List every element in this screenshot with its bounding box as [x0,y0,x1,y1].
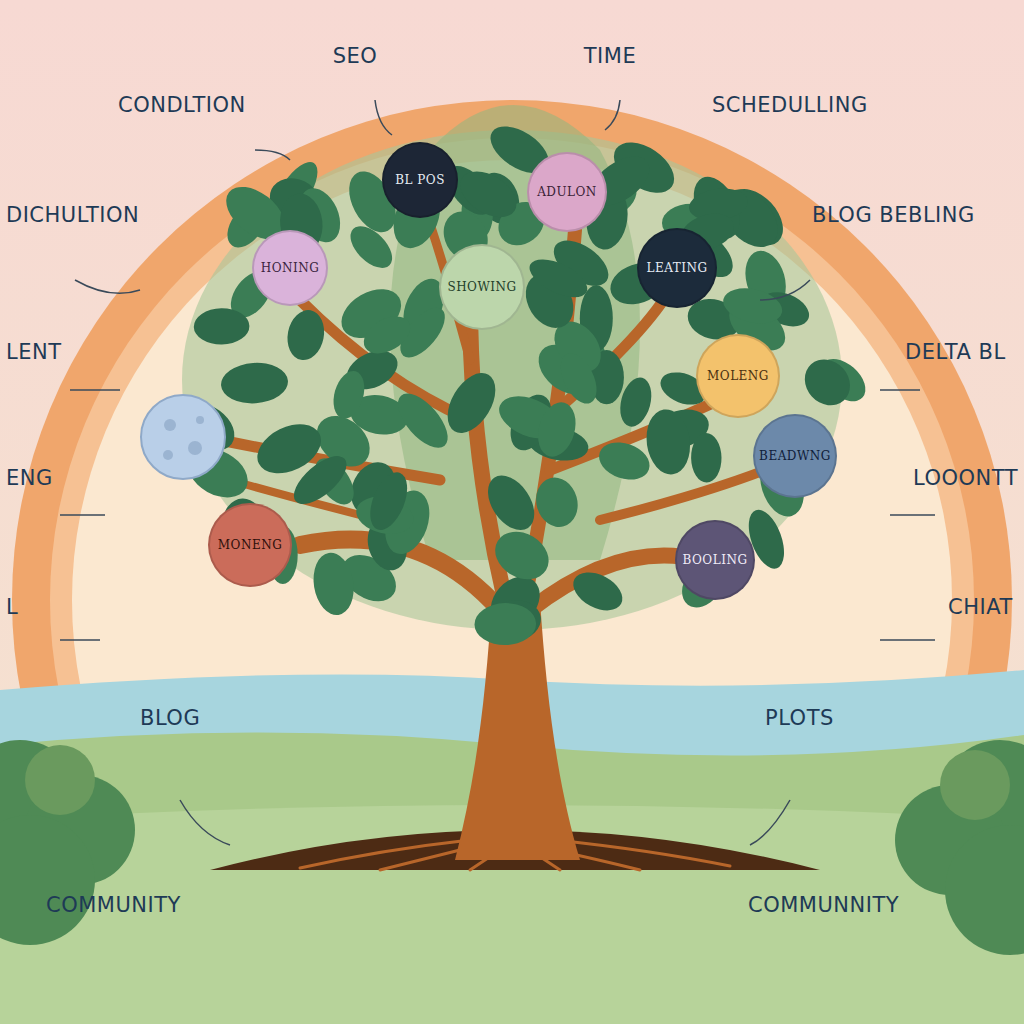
circle-label: BOOLING [682,553,747,567]
topic-heading: PLOTS [765,706,834,730]
topic-heading: LOOONTT [913,466,1018,490]
topic-heading: L [6,595,18,619]
leaf [309,550,358,618]
leaf [193,308,249,345]
leaf [438,365,505,442]
circle-label: HONING [261,261,320,275]
topic-heading: CONDLTION [118,93,246,117]
leaf [474,603,536,646]
leaf [486,522,557,589]
leaf [594,436,655,486]
topic-heading: COMMUNNITY [748,893,899,917]
topic-circle: MOLENG [696,334,780,418]
leaf [286,448,354,513]
topic-circle: HONING [252,230,328,306]
topic-heading: DELTA BL [905,340,1006,364]
leaf [720,283,786,329]
leaf [328,367,369,422]
leaf [452,162,524,227]
circle-label: LEATING [646,261,707,275]
topic-heading: LENT [6,340,62,364]
topic-circle: BOOLING [675,520,755,600]
leaf [532,398,582,461]
leaf [357,309,416,361]
topic-circle: LEATING [637,228,717,308]
topic-circle: SHOWING [439,244,525,330]
leaf [363,467,415,535]
leaf [283,307,328,363]
topic-heading: BLOG [140,706,200,730]
leaf [530,473,583,532]
topic-heading: TIME [584,44,636,68]
leaf [524,252,593,306]
circle-label: BEADWNG [759,449,831,463]
topic-heading: BLOG BEBLING [812,203,975,227]
leaf [642,407,694,478]
leaf [795,350,859,414]
topic-heading: ENG [6,466,53,490]
topic-heading: SCHEDULLING [712,93,868,117]
leaf [478,467,543,538]
leaf [220,361,290,406]
leaf [389,385,457,456]
topic-circle: ADULON [527,152,607,232]
leaf [567,565,629,619]
leaf [343,219,400,276]
circle-label: MONENG [218,538,282,552]
topic-heading: SEO [333,44,378,68]
topic-heading: CHIAT [948,595,1013,619]
circle-label: ADULON [537,185,597,199]
topic-heading: COMMUNITY [46,893,181,917]
circle-label: MOLENG [707,369,769,383]
leaf [691,433,722,483]
leaf [554,348,604,410]
circle-label: BL POS [395,173,445,187]
topic-heading: DICHULTION [6,203,139,227]
topic-circle: MONENG [208,503,292,587]
circle-label: SHOWING [447,280,516,294]
topic-circle: BL POS [382,142,458,218]
topic-circle: BEADWNG [753,414,837,498]
